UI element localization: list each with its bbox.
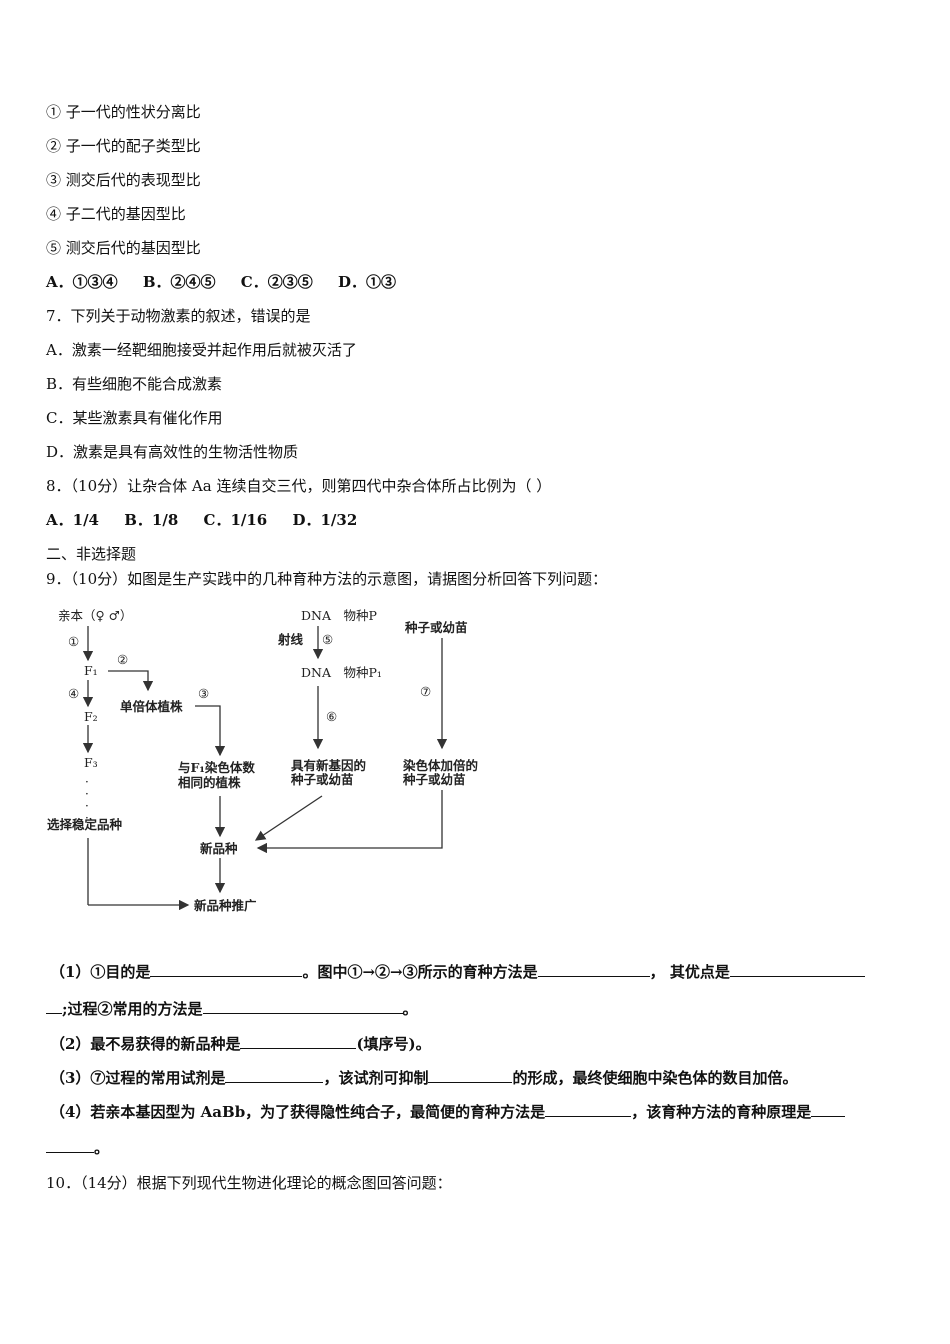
answer-blank[interactable] xyxy=(150,961,303,977)
q8-option-c: C．1/16 xyxy=(203,511,268,529)
diagram-parent: 亲本（♀ ♂） xyxy=(58,608,133,623)
diagram-f3: F₃ xyxy=(84,755,98,770)
answer-blank[interactable] xyxy=(240,1033,357,1049)
q7-stem: 7．下列关于动物激素的叙述，错误的是 xyxy=(46,307,311,325)
q9-sub3: （3）⑦过程的常用试剂是，该试剂可抑制的形成，最终使细胞中染色体的数目加倍。 xyxy=(50,1067,798,1087)
answer-blank[interactable] xyxy=(729,961,865,977)
diagram-new-gene-1: 具有新基因的 xyxy=(291,758,367,773)
diagram-step-6: ⑥ xyxy=(326,709,338,724)
q6-option-c: C．②③⑤ xyxy=(240,273,313,291)
diagram-f2: F₂ xyxy=(84,709,98,724)
diagram-dna-p: DNA 物种P xyxy=(301,608,377,623)
answer-blank[interactable] xyxy=(811,1101,846,1117)
diagram-step-5: ⑤ xyxy=(322,632,334,647)
diagram-same-chrom-1: 与F₁染色体数 xyxy=(178,760,255,775)
q6-item-5: ⑤ 测交后代的基因型比 xyxy=(46,239,201,257)
q7-option-c: C．某些激素具有催化作用 xyxy=(46,409,223,427)
answer-blank[interactable] xyxy=(537,961,650,977)
q9-sub1-line2: ;过程②常用的方法是。 xyxy=(46,998,418,1019)
q9-sub1-line1: （1）①目的是。图中①→②→③所示的育种方法是， 其优点是 xyxy=(50,961,865,982)
q7-option-d: D．激素是具有高效性的生物活性物质 xyxy=(46,443,299,461)
diagram-step-2: ② xyxy=(117,652,129,667)
q10-stem: 10．（14分）根据下列现代生物进化理论的概念图回答问题： xyxy=(46,1174,452,1192)
answer-blank[interactable] xyxy=(46,1137,94,1153)
q8-option-a: A．1/4 xyxy=(46,511,99,529)
answer-blank[interactable] xyxy=(428,1067,513,1083)
q6-options: A．①③④ B．②④⑤ C．②③⑤ D．①③ xyxy=(46,272,416,292)
diagram-dna-p1: DNA 物种P₁ xyxy=(301,665,382,680)
diagram-promote: 新品种推广 xyxy=(194,898,257,913)
diagram-dots: ···· xyxy=(85,775,89,825)
diagram-step-7: ⑦ xyxy=(420,684,432,699)
diagram-step-3: ③ xyxy=(198,686,210,701)
q8-option-d: D．1/32 xyxy=(292,511,358,529)
q8-stem: 8．（10分）让杂合体 Aa 连续自交三代，则第四代中杂合体所占比例为（ ） xyxy=(46,477,552,495)
diagram-doubled-2: 种子或幼苗 xyxy=(403,772,466,787)
diagram-f1: F₁ xyxy=(84,663,98,678)
answer-blank[interactable] xyxy=(202,998,403,1014)
q8-options: A．1/4 B．1/8 C．1/16 D．1/32 xyxy=(46,510,377,530)
q7-option-b: B．有些细胞不能合成激素 xyxy=(46,375,223,393)
diagram-select-stable: 选择稳定品种 xyxy=(47,817,123,832)
diagram-doubled-1: 染色体加倍的 xyxy=(403,758,479,773)
answer-blank[interactable] xyxy=(46,998,62,1014)
diagram-arrows xyxy=(82,626,448,911)
section-heading: 二、非选择题 xyxy=(46,545,137,563)
diagram-step-1: ① xyxy=(68,634,80,649)
q6-item-1: ① 子一代的性状分离比 xyxy=(46,103,201,121)
diagram-ray: 射线 xyxy=(278,632,304,647)
q6-item-2: ② 子一代的配子类型比 xyxy=(46,137,201,155)
q6-option-a: A．①③④ xyxy=(46,273,118,291)
q6-option-d: D．①③ xyxy=(337,273,396,291)
q9-stem: 9．（10分）如图是生产实践中的几种育种方法的示意图，请据图分析回答下列问题： xyxy=(46,570,608,588)
q9-sub4-line1: （4）若亲本基因型为 AaBb，为了获得隐性纯合子，最简便的育种方法是，该育种方… xyxy=(50,1101,846,1122)
breeding-diagram: 亲本（♀ ♂） ① F₁ ② ④ F₂ F₃ ···· 选择稳定品种 单倍体植株… xyxy=(40,600,510,920)
q8-option-b: B．1/8 xyxy=(124,511,179,529)
diagram-step-4: ④ xyxy=(68,686,80,701)
q6-item-4: ④ 子二代的基因型比 xyxy=(46,205,186,223)
diagram-same-chrom-2: 相同的植株 xyxy=(178,775,241,790)
q6-item-3: ③ 测交后代的表现型比 xyxy=(46,171,201,189)
q9-sub4-line2: 。 xyxy=(46,1137,109,1158)
q6-option-b: B．②④⑤ xyxy=(142,273,216,291)
diagram-seed: 种子或幼苗 xyxy=(405,620,468,635)
answer-blank[interactable] xyxy=(225,1067,324,1083)
answer-blank[interactable] xyxy=(545,1101,632,1117)
diagram-new-gene-2: 种子或幼苗 xyxy=(291,772,354,787)
q7-option-a: A．激素一经靶细胞接受并起作用后就被灭活了 xyxy=(46,341,357,359)
diagram-new-variety: 新品种 xyxy=(200,841,238,856)
diagram-haploid: 单倍体植株 xyxy=(120,699,183,714)
q9-sub2: （2）最不易获得的新品种是(填序号)。 xyxy=(50,1033,431,1053)
